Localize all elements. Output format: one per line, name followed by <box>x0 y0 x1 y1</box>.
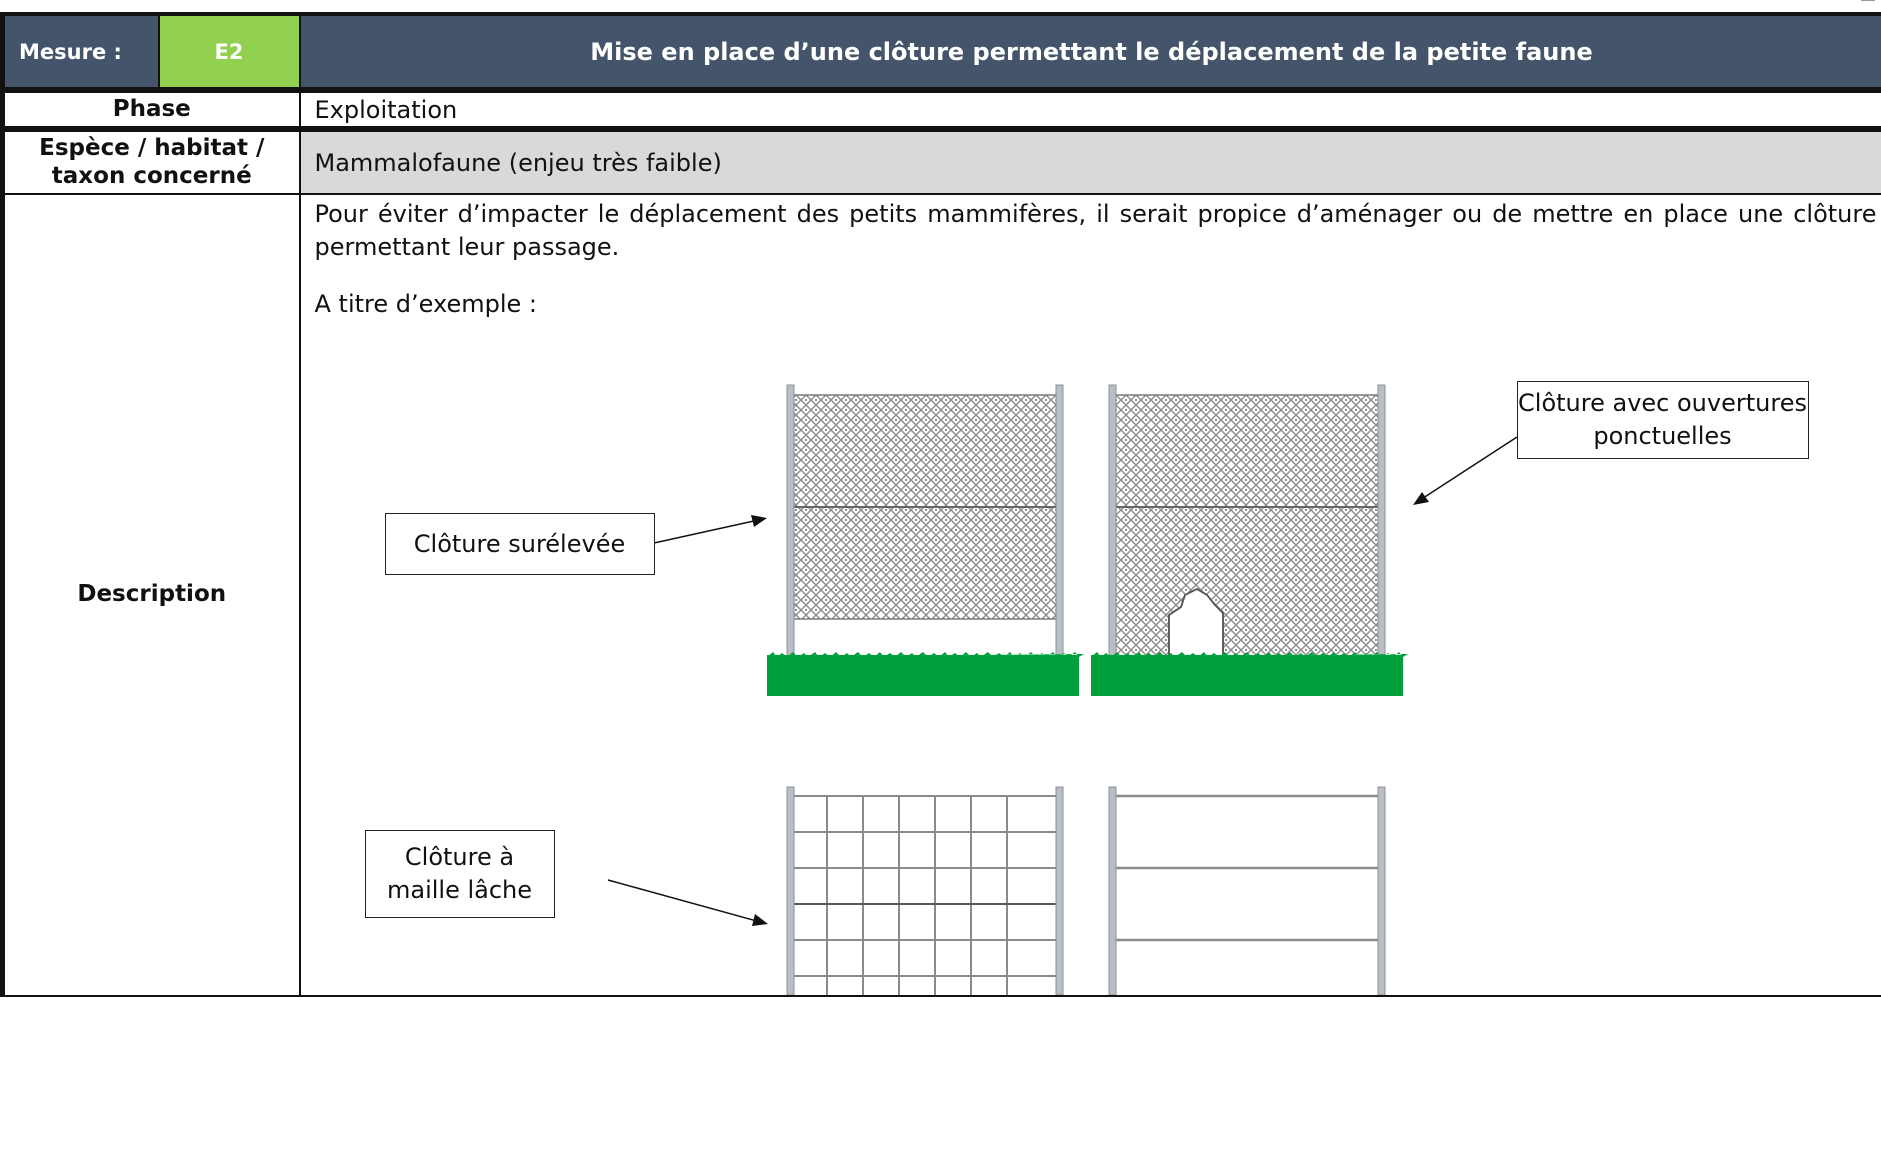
description-content: Pour éviter d’impacter le déplacement de… <box>298 193 1881 997</box>
callout-arrows <box>607 436 1517 926</box>
phase-label: Phase <box>0 87 301 130</box>
fence-horizontal-bars <box>1108 786 1385 995</box>
mesure-code: E2 <box>157 12 301 91</box>
espece-row: Espèce / habitat / taxon concerné Mammal… <box>0 126 1881 195</box>
callout-loose-mesh-fence: Clôture à maille lâche <box>364 830 555 918</box>
fence-illustration <box>607 384 1517 995</box>
fence-loose-mesh <box>786 786 1063 995</box>
phase-row: Phase Exploitation <box>0 87 1881 130</box>
description-row: Description Pour éviter d’impacter le dé… <box>0 193 1881 997</box>
espece-value: Mammalofaune (enjeu très faible) <box>298 126 1881 195</box>
callout-openings-fence: Clôture avec ouvertures ponctuelles <box>1516 381 1809 459</box>
fence-raised <box>766 384 1084 696</box>
callout-raised-fence: Clôture surélevée <box>384 513 655 575</box>
fence-openings <box>1090 384 1408 696</box>
description-label: Description <box>0 193 301 997</box>
phase-value: Exploitation <box>298 87 1881 130</box>
description-paragraph-1: Pour éviter d’impacter le déplacement de… <box>314 200 1877 261</box>
page-corner-mark <box>1861 0 1875 4</box>
description-paragraph-2: A titre d’exemple : <box>314 290 537 318</box>
mesure-title: Mise en place d’une clôture permettant l… <box>298 12 1881 91</box>
measure-table: Mesure : E2 Mise en place d’une clôture … <box>0 12 1881 997</box>
header-row: Mesure : E2 Mise en place d’une clôture … <box>0 12 1881 91</box>
mesure-label: Mesure : <box>0 12 160 91</box>
espece-label: Espèce / habitat / taxon concerné <box>0 126 301 195</box>
